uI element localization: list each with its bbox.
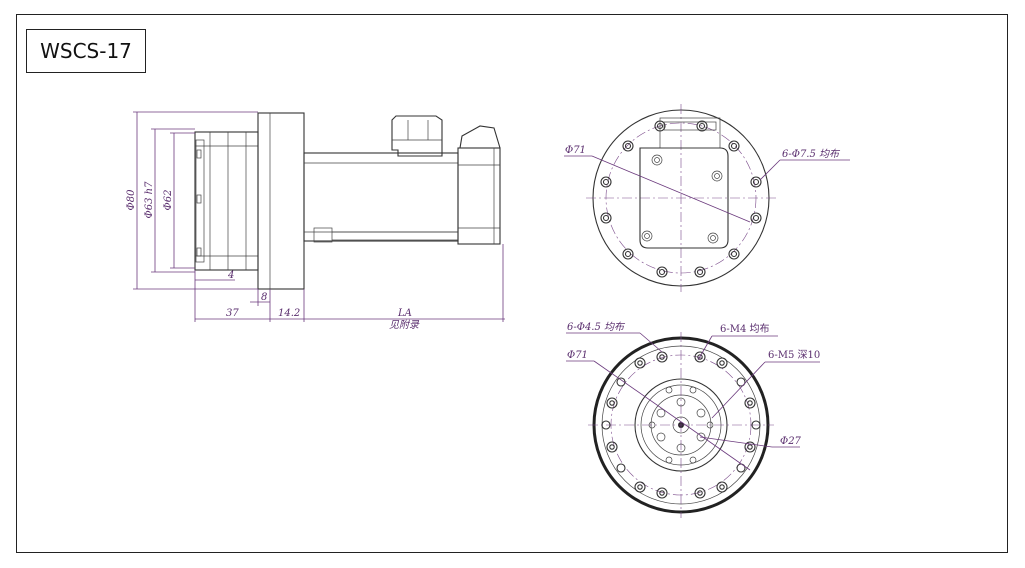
- rear-connector: [659, 117, 721, 149]
- dim-phi63h7: Φ63 h7: [144, 181, 155, 219]
- front-dim-phi27: Φ27: [780, 436, 802, 447]
- connector-1: [391, 115, 443, 157]
- motor-rear: [457, 147, 501, 245]
- rear-view: Φ71 6-Φ7.5 均布: [564, 104, 850, 292]
- drawing-frame: [16, 14, 1008, 553]
- dim-14-2: 14.2: [278, 308, 300, 319]
- rear-holes-note: 6-Φ7.5 均布: [782, 148, 841, 160]
- front-dim-phi71: Φ71: [567, 350, 588, 361]
- gear-housing: [194, 131, 259, 271]
- model-label: WSCS-17: [26, 29, 146, 73]
- model-title: WSCS-17: [40, 39, 132, 63]
- dim-37: 37: [226, 308, 239, 319]
- front-m4-note: 6-M4 均布: [720, 323, 770, 335]
- dim-4: 4: [227, 270, 234, 281]
- connector-2: [459, 125, 501, 149]
- rear-motor-square: [639, 147, 729, 249]
- front-m5-note: 6-M5 深10: [768, 349, 820, 361]
- side-view: Φ80 Φ63 h7 Φ62 4 8 37 14.2 LA 见附录: [126, 111, 505, 331]
- front-holes-note: 6-Φ4.5 均布: [567, 321, 626, 333]
- dim-8: 8: [261, 292, 267, 303]
- front-view: 6-Φ4.5 均布 6-M4 均布 Φ71 6-M5 深10 Φ27: [566, 321, 820, 518]
- rear-dim-phi71: Φ71: [565, 145, 586, 156]
- mounting-flange: [257, 112, 305, 290]
- dim-la-note: 见附录: [389, 319, 420, 331]
- dim-phi62: Φ62: [163, 190, 174, 211]
- dim-la: LA: [397, 308, 412, 319]
- dim-phi80: Φ80: [126, 189, 137, 211]
